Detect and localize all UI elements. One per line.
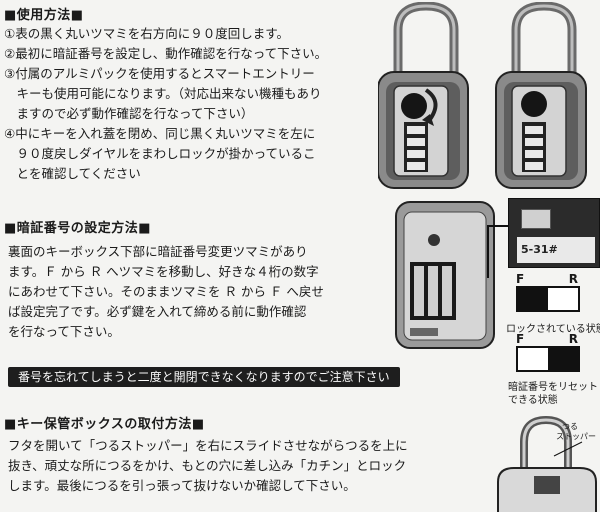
code-setting-text: 裏面のキーボックス下部に暗証番号変更ツマミがあり ます。Ｆ から Ｒ へツマミを…: [8, 242, 324, 342]
indicator-filled: [518, 288, 548, 310]
step-line: ①表の黒く丸いツマミを右方向に９０度回します。: [4, 26, 289, 41]
mount-line: します。最後につるを引っ張って抜けないか確認して下さい。: [8, 478, 356, 493]
reset-indicator: [516, 346, 580, 372]
switch-knob: [521, 209, 551, 229]
usage-heading: ■使用方法■: [4, 8, 84, 23]
r-label: R: [568, 332, 578, 346]
key-box-closed-dial: [495, 2, 587, 189]
code-line: ます。Ｆ から Ｒ へツマミを移動し、好きな４桁の数字: [8, 264, 319, 279]
key-box-back-illustration: [395, 201, 495, 349]
mount-line: フタを開いて「つるストッパー」を右にスライドさせながらつるを上に: [8, 438, 408, 453]
f-label: F: [516, 332, 525, 346]
callout-tsuru: つる: [562, 422, 578, 431]
locked-state-label: ロックされている状態: [506, 324, 600, 335]
key-box-open-dial: [378, 2, 469, 189]
f-label: F: [516, 272, 525, 286]
key-box-illustration: [378, 2, 587, 189]
indicator-empty: [518, 348, 548, 370]
code-setting-heading: ■暗証番号の設定方法■: [4, 221, 152, 236]
step-line: ９０度戻しダイヤルをまわしロックが掛かっているこ: [4, 146, 316, 161]
indicator-empty: [548, 288, 578, 310]
step-line: キーも使用可能になります。（対応出来ない機種もあり: [4, 86, 322, 101]
step-line: ③付属のアルミパックを使用するとスマートエントリー: [4, 66, 315, 81]
locked-indicator: [516, 286, 580, 312]
usage-steps: ①表の黒く丸いツマミを右方向に９０度回します。 ②最初に暗証番号を設定し、動作確…: [4, 24, 327, 184]
r-label: R: [568, 272, 578, 286]
warning-banner: 番号を忘れてしまうと二度と開閉できなくなりますのでご注意下さい: [8, 367, 400, 387]
code-line: ば設定完了です。必ず鍵を入れて締める前に動作確認: [8, 304, 307, 319]
code-line: 裏面のキーボックス下部に暗証番号変更ツマミがあり: [8, 244, 308, 259]
closeup-label: 5-31#: [517, 237, 595, 263]
step-line: とを確認してください: [4, 166, 141, 181]
step-line: ④中にキーを入れ蓋を閉め、同じ黒く丸いツマミを左に: [4, 126, 316, 141]
shackle-illustration: [497, 415, 597, 512]
indicator-filled: [548, 348, 578, 370]
locked-state-diagram: F R: [516, 272, 600, 312]
closeup-panel: 5-31#: [508, 198, 600, 268]
mounting-heading: ■キー保管ボックスの取付方法■: [4, 417, 205, 432]
mount-line: 抜き、頑丈な所につるをかけ、もとの穴に差し込み「カチン」とロック: [8, 458, 407, 473]
callout-stopper: ストッパー: [556, 432, 596, 441]
mounting-text: フタを開いて「つるストッパー」を右にスライドさせながらつるを上に 抜き、頑丈な所…: [8, 436, 408, 496]
step-line: ますので必ず動作確認を行なって下さい）: [4, 106, 254, 121]
reset-state-label-2: できる状態: [508, 395, 558, 406]
code-line: を行なって下さい。: [8, 324, 120, 339]
code-line: にあわせて下さい。そのままツマミを Ｒ から Ｆ へ戻せ: [8, 284, 324, 299]
reset-state-label-1: 暗証番号をリセット: [508, 382, 598, 393]
step-line: ②最初に暗証番号を設定し、動作確認を行なって下さい。: [4, 46, 328, 61]
reset-state-diagram: F R: [516, 332, 600, 372]
